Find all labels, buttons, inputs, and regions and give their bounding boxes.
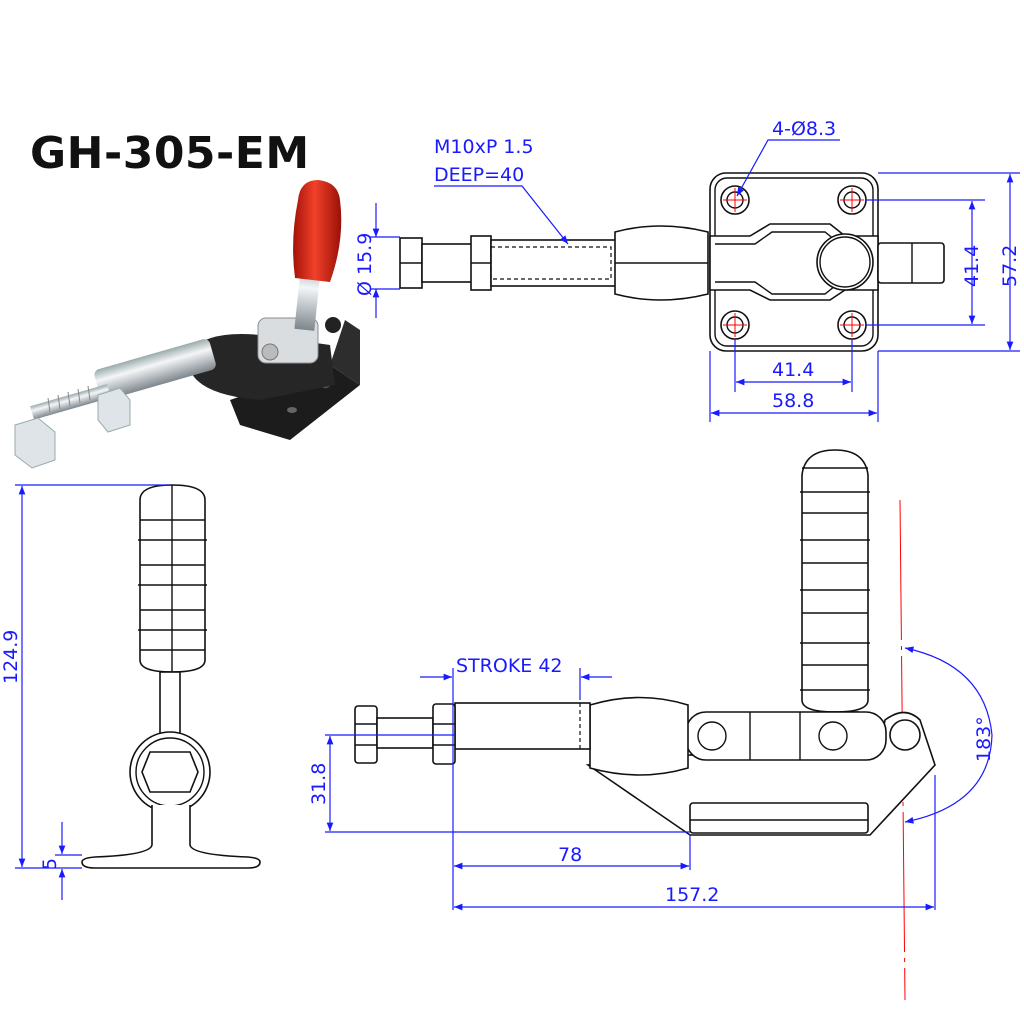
stroke-dimension: STROKE 42 bbox=[456, 655, 563, 677]
overall-length-dimension: 157.2 bbox=[665, 884, 719, 906]
thread-depth-label: DEEP=40 bbox=[434, 164, 524, 186]
base-thickness-dimension: 5 bbox=[39, 858, 61, 870]
end-view-dimensions: 124.9 5 bbox=[0, 484, 170, 900]
model-title: GH-305-EM bbox=[30, 128, 310, 179]
base-height-dimension: 57.2 bbox=[999, 245, 1021, 287]
hole-spacing-horizontal-dimension: 41.4 bbox=[772, 359, 814, 381]
base-width-dimension: 58.8 bbox=[772, 390, 814, 412]
overall-height-dimension: 124.9 bbox=[0, 630, 22, 684]
end-view bbox=[81, 484, 261, 869]
top-view-dimensions: Ø 15.9 M10xP 1.5 DEEP=40 4-Ø8.3 41.4 57.… bbox=[354, 118, 1021, 422]
hole-centerlines bbox=[723, 188, 864, 337]
thread-spec-label: M10xP 1.5 bbox=[434, 136, 534, 158]
holes-label: 4-Ø8.3 bbox=[772, 118, 836, 140]
rod-diameter-dimension: Ø 15.9 bbox=[354, 233, 376, 296]
top-view bbox=[399, 172, 945, 352]
hole-spacing-vertical-dimension: 41.4 bbox=[961, 245, 983, 287]
mounting-holes bbox=[720, 185, 867, 340]
handle-angle-dimension: 183° bbox=[973, 716, 995, 762]
side-view bbox=[354, 449, 936, 1001]
spindle-height-dimension: 31.8 bbox=[308, 763, 330, 805]
side-view-dimensions: STROKE 42 31.8 78 157.2 183° bbox=[308, 646, 995, 911]
base-offset-dimension: 78 bbox=[558, 844, 582, 866]
product-photo bbox=[14, 180, 360, 469]
